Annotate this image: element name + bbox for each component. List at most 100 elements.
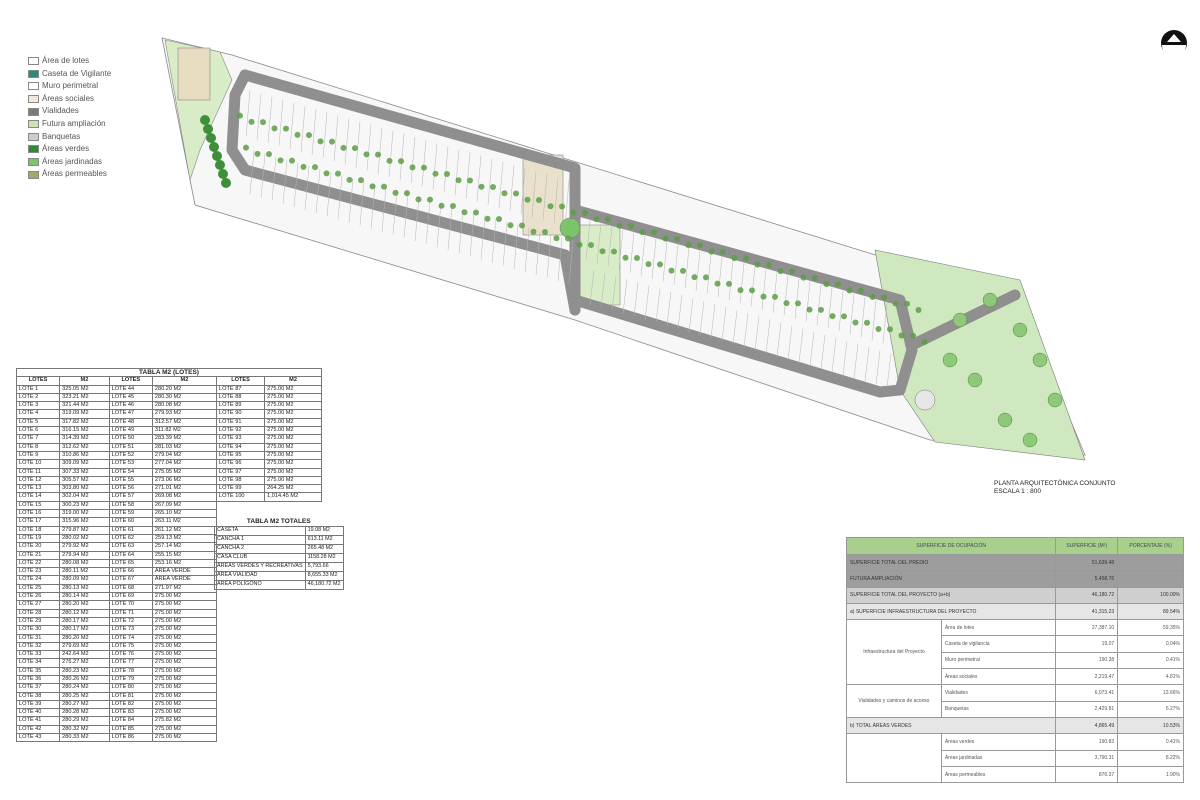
tree-icon: [381, 183, 387, 190]
lot-boundary-line: [787, 325, 793, 360]
lot-area: 307.33 M2: [59, 467, 110, 477]
lot-area: 275.82 M2: [151, 716, 218, 726]
tree-icon: [806, 306, 813, 313]
tree-icon: [841, 313, 847, 320]
row-label: a) SUPERFICIE INFRAESTRUCTURA DEL PROYEC…: [845, 602, 1057, 621]
tree-icon: [634, 254, 640, 261]
lot-boundary-line: [600, 273, 606, 308]
tree-icon: [622, 254, 629, 261]
item-value: 19.07: [1055, 635, 1119, 653]
lot-boundary-line: [783, 275, 789, 316]
lot-name: LOTE 16: [15, 509, 61, 519]
item-label: Áreas verdes: [940, 733, 1057, 751]
empty-cell: [265, 634, 322, 642]
lot-name: LOTE 31: [15, 633, 61, 643]
tree-icon: [542, 228, 548, 235]
lot-name: LOTE 24: [15, 575, 61, 585]
lot-boundary-line: [414, 197, 420, 242]
tree-icon: [858, 287, 864, 294]
lot-name: LOTE 6: [15, 426, 61, 436]
road-west-loop: [226, 69, 581, 316]
lot-area: 312.57 M2: [151, 417, 218, 428]
lot-name: LOTE 18: [15, 525, 61, 535]
tree-icon: [200, 115, 210, 125]
legend-item: Áreas verdes: [28, 143, 111, 156]
lot-name: LOTE 94: [216, 442, 266, 452]
tree-icon: [559, 203, 565, 210]
lot-name: LOTE 54: [108, 467, 153, 477]
lot-boundary-line: [454, 149, 460, 196]
row-label: SUPERFICIE TOTAL DEL PROYECTO (a+b): [845, 586, 1057, 604]
empty-cell: [217, 684, 265, 692]
lot-area: 279.94 M2: [59, 550, 110, 560]
row-pct: 100.00%: [1117, 586, 1184, 604]
tree-icon: [582, 209, 588, 216]
lot-boundary-line: [717, 257, 723, 298]
lot-name: LOTE 95: [216, 450, 266, 461]
lot-area: 280.17 M2: [59, 625, 110, 635]
group-label: Vialidades y caminos de acceso: [846, 684, 942, 718]
lot-name: LOTE 22: [15, 558, 61, 569]
tree-icon: [203, 124, 213, 134]
tree-icon: [392, 189, 399, 196]
legend-swatch: [28, 145, 39, 154]
tree-icon: [703, 274, 709, 281]
lot-area: 280.17 M2: [59, 616, 110, 627]
lot-area: 277.04 M2: [151, 459, 218, 469]
lot-boundary-line: [447, 206, 453, 251]
row-label: FUTURA AMPLIACIÓN: [845, 570, 1057, 588]
empty-cell: [265, 601, 322, 609]
tree-icon: [588, 241, 594, 248]
lot-boundary-line: [443, 146, 449, 193]
empty-cell: [265, 501, 322, 509]
lot-name: LOTE 64: [108, 550, 153, 560]
lot-boundary-line: [871, 300, 877, 341]
tree-icon: [260, 119, 266, 126]
tree-icon: [478, 183, 485, 190]
lot-area: 275.00 M2: [151, 683, 218, 693]
legend-item: Áreas jardinadas: [28, 156, 111, 169]
total-label: ÁREAS VERDES Y RECREATIVAS: [214, 562, 306, 572]
lot-boundary-line: [629, 232, 635, 273]
tree-icon: [645, 261, 652, 268]
tree-icon: [737, 287, 744, 294]
lot-boundary-line: [535, 231, 541, 276]
tree-icon: [444, 171, 450, 178]
total-label: CASETA: [214, 526, 306, 536]
col-header: SUPERFICIE DE OCUPACIÓN: [845, 537, 1057, 555]
lot-area: 275.00 M2: [151, 633, 218, 643]
empty-cell: [217, 700, 265, 708]
lot-name: LOTE 80: [108, 683, 153, 693]
lot-boundary-line: [520, 168, 526, 215]
total-label: CASA CLUB: [214, 553, 306, 563]
lot-boundary-line: [509, 164, 515, 211]
legend-swatch: [28, 158, 39, 167]
lot-boundary-line: [776, 322, 782, 357]
item-label: Áreas jardinadas: [940, 749, 1057, 767]
lot-area: 263.11 M2: [151, 517, 218, 527]
lot-area: 280.20 M2: [151, 384, 218, 394]
tree-icon: [507, 222, 514, 229]
lot-boundary-line: [289, 102, 295, 149]
lot-name: LOTE 23: [15, 567, 61, 577]
lot-area: 280.27 M2: [59, 699, 110, 710]
item-value: 190.38: [1055, 651, 1119, 670]
lot-boundary-line: [633, 282, 639, 317]
tree-icon: [766, 261, 772, 268]
site-plan: [161, 37, 1086, 461]
